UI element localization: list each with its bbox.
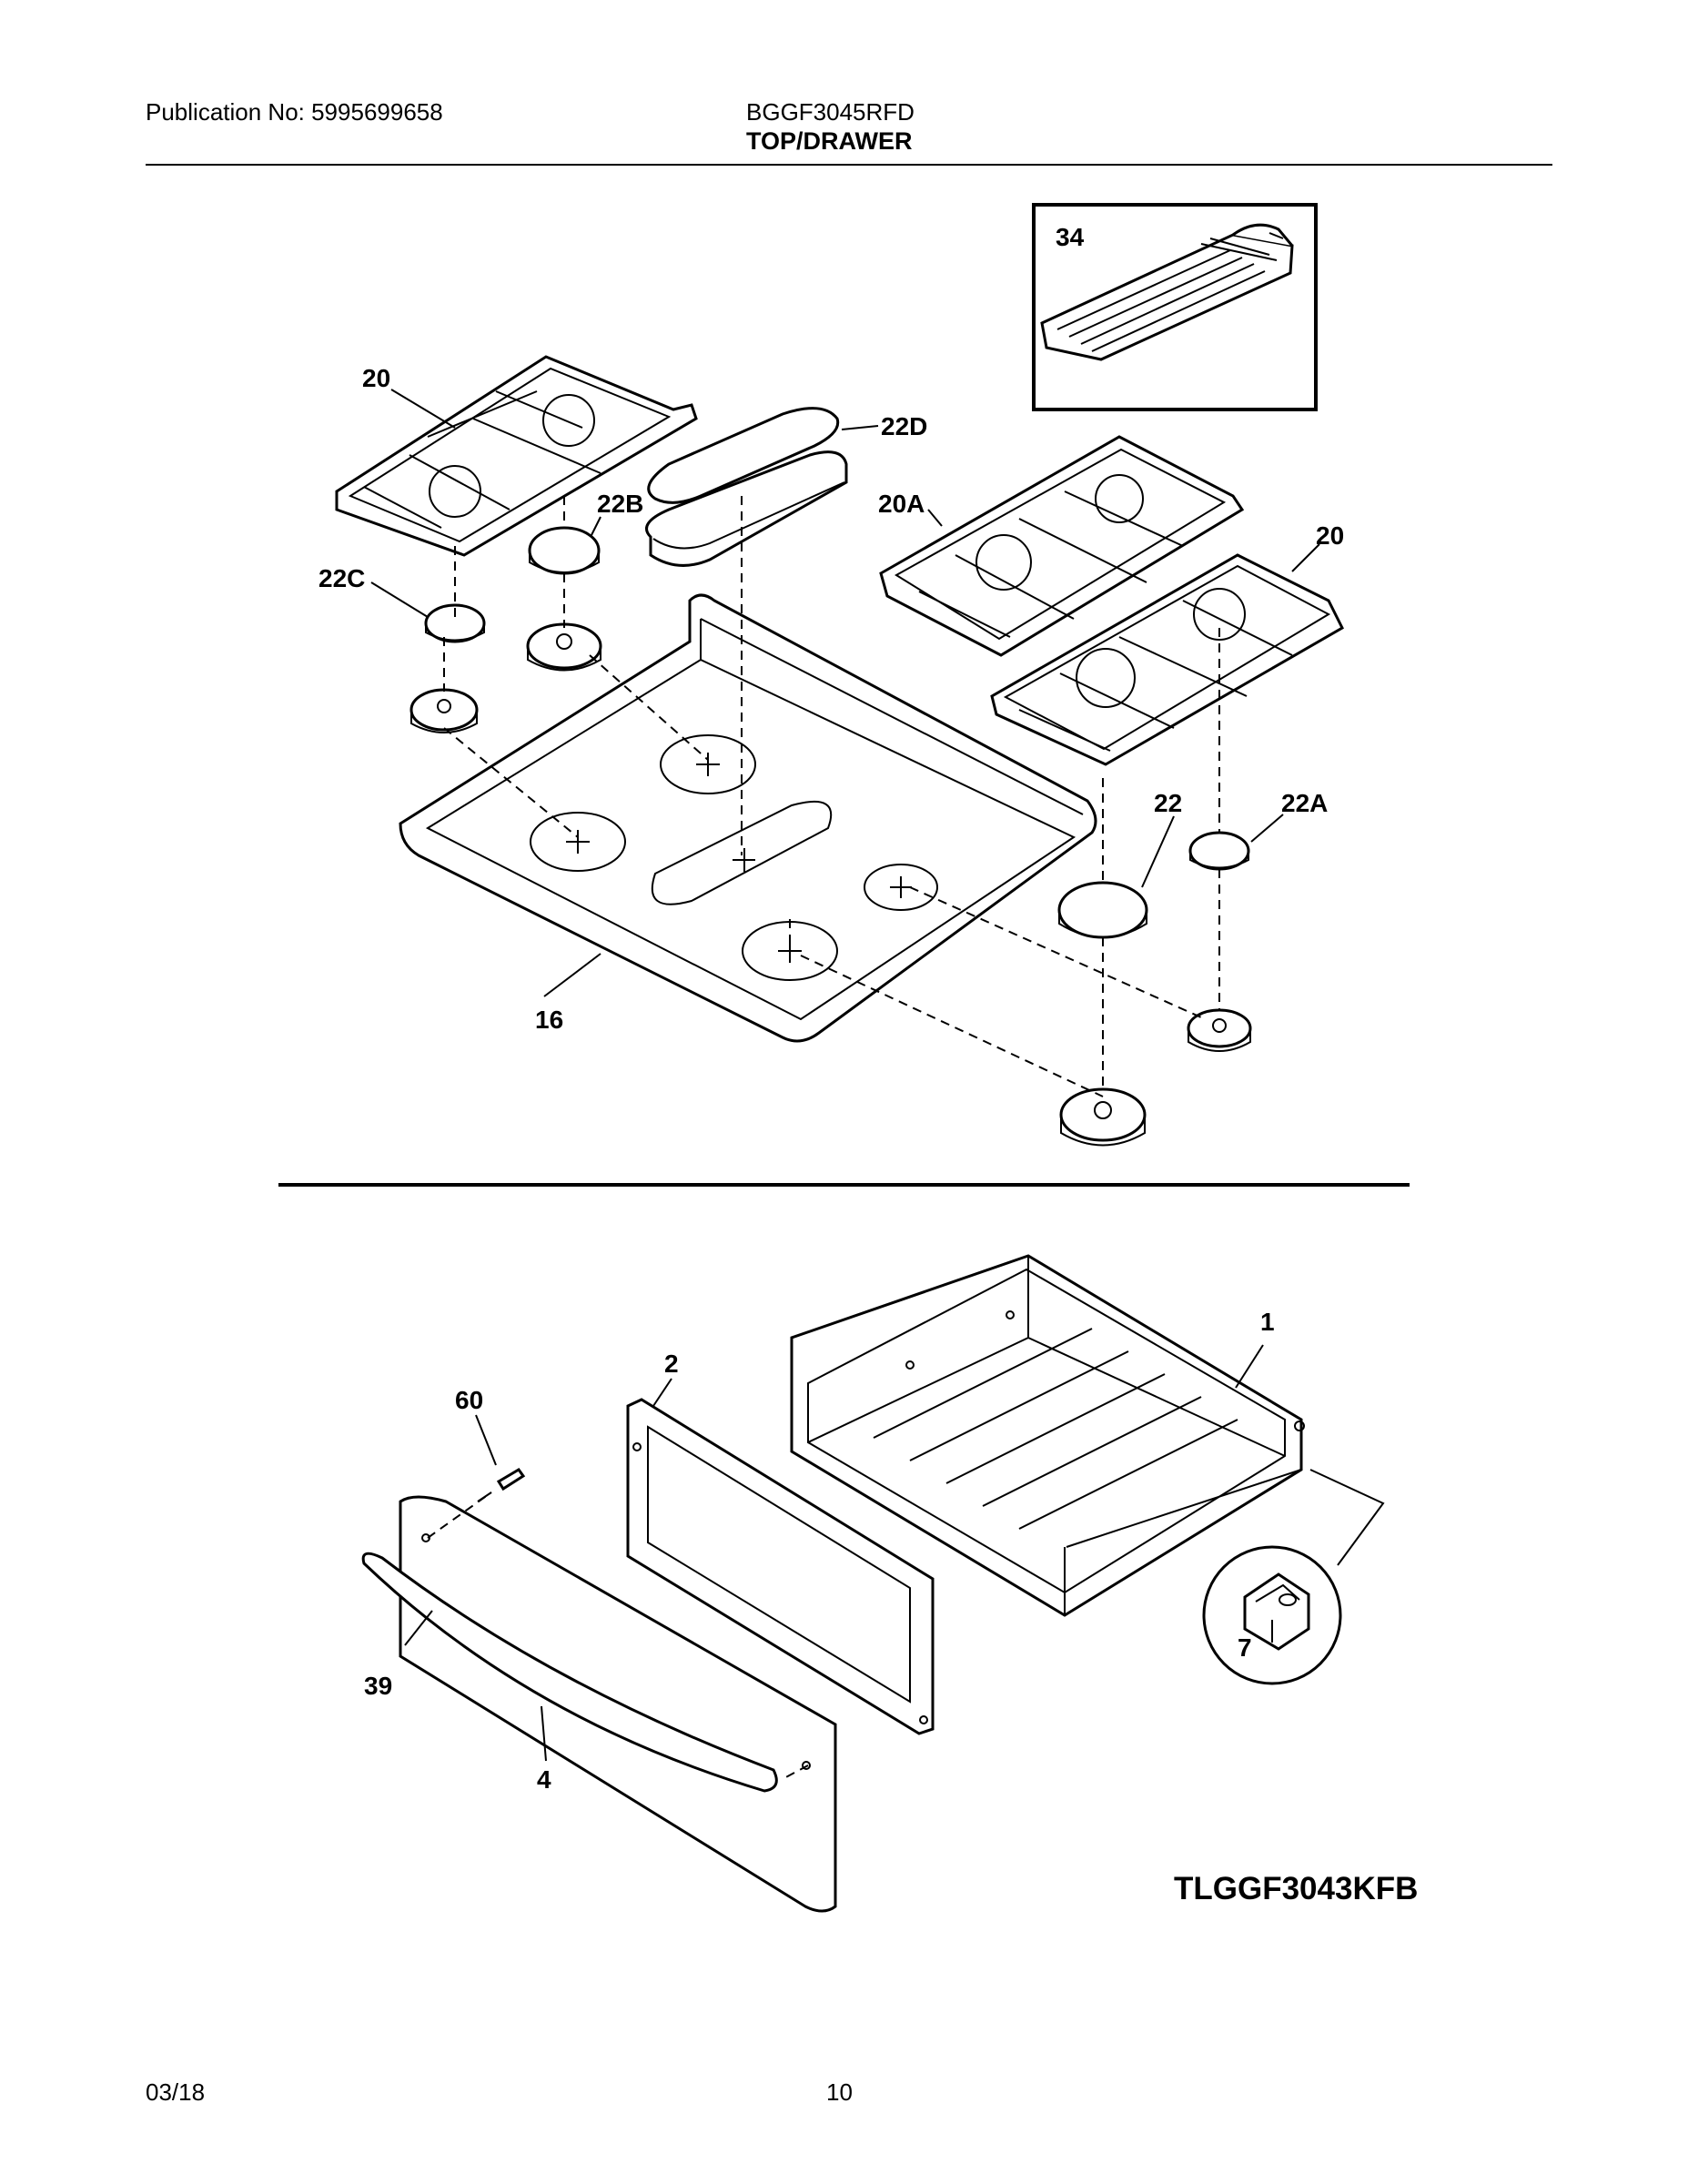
callout-34: 34 [1056,223,1085,251]
callout-2: 2 [664,1350,679,1378]
callout-22d: 22D [881,412,927,440]
callout-22a: 22A [1281,789,1328,817]
burner-cap-22 [1057,881,1148,939]
callout-60: 60 [455,1386,483,1414]
drawer-body [790,1254,1305,1617]
burner-head-left-rear [526,622,602,672]
callout-7: 7 [1238,1633,1252,1662]
griddle-inset [1032,203,1318,411]
callout-20-right: 20 [1316,521,1344,550]
callout-1: 1 [1260,1308,1275,1336]
oval-burner-base [645,450,848,567]
callout-22: 22 [1154,789,1182,817]
drawer-handle [361,1552,778,1793]
section-divider [278,1183,1410,1187]
callout-39: 39 [364,1672,392,1700]
publication-number: Publication No: 5995699658 [146,98,443,126]
callout-20a: 20A [878,490,925,518]
callout-22c: 22C [318,564,365,592]
burner-cap-22b [528,526,601,575]
drawer-inner-panel [626,1398,935,1735]
callout-4: 4 [537,1765,551,1794]
burner-head-right-front [1059,1087,1147,1147]
drawer-glide-detail [1202,1545,1342,1685]
model-number: BGGF3045RFD [746,98,915,126]
cooktop-main-top [399,593,1097,1043]
callout-20-left: 20 [362,364,390,392]
right-front-grate [990,553,1344,766]
right-rear-grate [879,435,1245,657]
section-title: TOP/DRAWER [746,127,913,155]
header-rule [146,164,1552,166]
callout-16: 16 [535,1006,563,1034]
burner-head-right-rear [1187,1008,1252,1052]
oval-burner-cap [647,407,840,504]
burner-head-left-front [409,688,479,733]
page-number: 10 [826,2078,853,2106]
illustration-tag: TLGGF3043KFB [1174,1871,1419,1906]
footer-date: 03/18 [146,2078,206,2106]
callout-22b: 22B [597,490,643,518]
left-grate [335,355,698,557]
